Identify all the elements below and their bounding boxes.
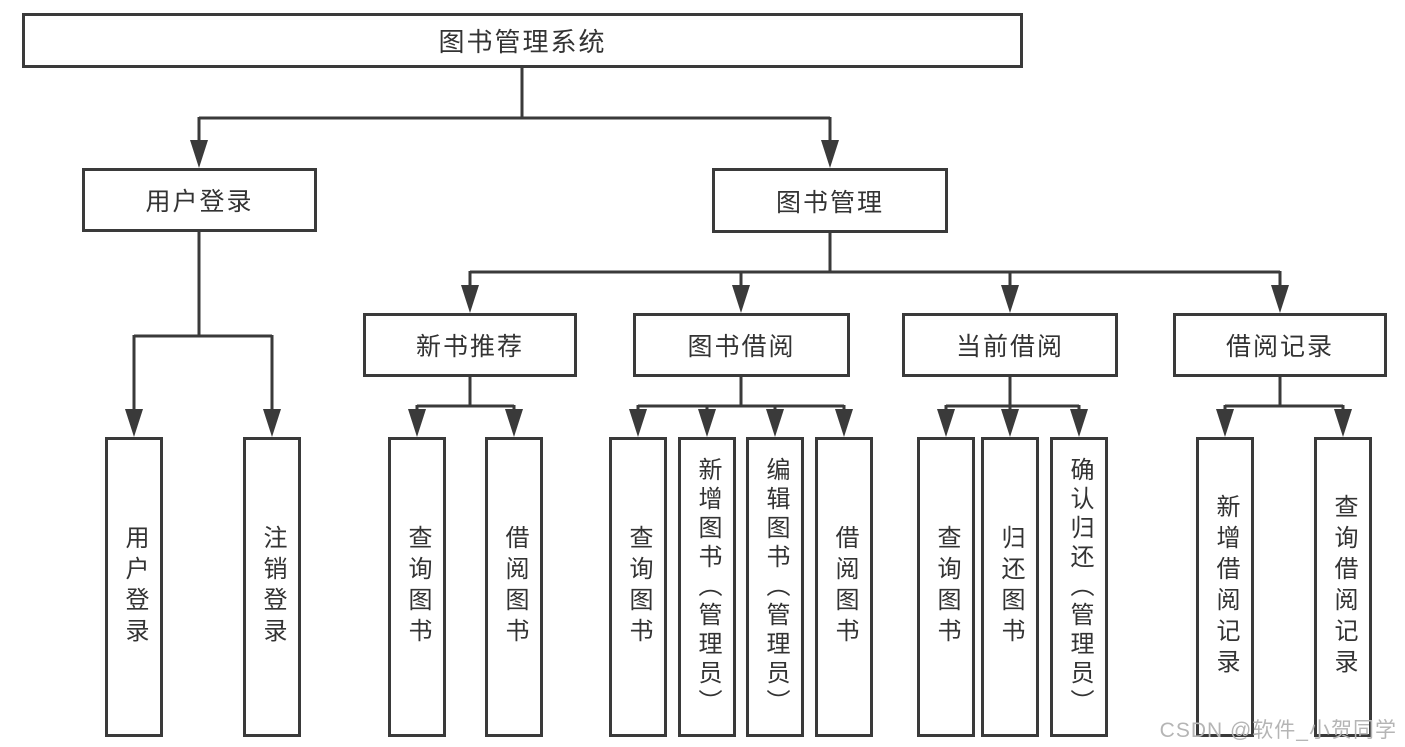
leaf-label: 查询图书 bbox=[933, 525, 960, 649]
node-label: 图书借阅 bbox=[687, 333, 796, 361]
leaf-label: 编辑图书（管理员） bbox=[762, 456, 789, 718]
leaf-borrow-books-recommend: 借阅图书 bbox=[485, 437, 543, 737]
csdn-watermark: CSDN @软件_小贺同学 bbox=[1159, 719, 1397, 742]
leaf-return-books: 归还图书 bbox=[981, 437, 1039, 737]
node-label: 当前借阅 bbox=[955, 333, 1064, 361]
node-new-book-recommend: 新书推荐 bbox=[363, 313, 577, 377]
leaf-label: 新增借阅记录 bbox=[1212, 494, 1239, 680]
leaf-label: 注销登录 bbox=[259, 525, 286, 649]
leaf-label: 查询图书 bbox=[625, 525, 652, 649]
root-node-label: 图书管理系统 bbox=[438, 27, 607, 57]
leaf-user-login: 用户登录 bbox=[105, 437, 163, 737]
leaf-add-borrow-record: 新增借阅记录 bbox=[1196, 437, 1254, 737]
leaf-confirm-return-admin: 确认归还（管理员） bbox=[1050, 437, 1108, 737]
node-current-borrow: 当前借阅 bbox=[902, 313, 1118, 377]
leaf-query-books-current: 查询图书 bbox=[917, 437, 975, 737]
leaf-label: 查询借阅记录 bbox=[1330, 494, 1357, 680]
leaf-query-books-borrow: 查询图书 bbox=[609, 437, 667, 737]
node-label: 用户登录 bbox=[145, 188, 254, 216]
leaf-label: 用户登录 bbox=[121, 525, 148, 649]
node-borrow-records: 借阅记录 bbox=[1173, 313, 1387, 377]
node-label: 借阅记录 bbox=[1225, 333, 1334, 361]
root-node-library-system: 图书管理系统 bbox=[22, 13, 1023, 68]
leaf-borrow-books: 借阅图书 bbox=[815, 437, 873, 737]
node-label: 图书管理 bbox=[775, 188, 884, 217]
node-user-login: 用户登录 bbox=[82, 168, 317, 232]
node-label: 新书推荐 bbox=[415, 333, 524, 361]
leaf-label: 查询图书 bbox=[404, 525, 431, 649]
node-book-management: 图书管理 bbox=[712, 168, 948, 233]
leaf-logout: 注销登录 bbox=[243, 437, 301, 737]
leaf-label: 确认归还（管理员） bbox=[1066, 456, 1093, 718]
leaf-add-books-admin: 新增图书（管理员） bbox=[678, 437, 736, 737]
leaf-label: 新增图书（管理员） bbox=[694, 456, 721, 718]
node-book-borrow: 图书借阅 bbox=[633, 313, 850, 377]
leaf-label: 归还图书 bbox=[997, 525, 1024, 649]
leaf-edit-books-admin: 编辑图书（管理员） bbox=[746, 437, 804, 737]
leaf-query-books-recommend: 查询图书 bbox=[388, 437, 446, 737]
leaf-label: 借阅图书 bbox=[831, 525, 858, 649]
leaf-label: 借阅图书 bbox=[501, 525, 528, 649]
leaf-query-borrow-record: 查询借阅记录 bbox=[1314, 437, 1372, 737]
